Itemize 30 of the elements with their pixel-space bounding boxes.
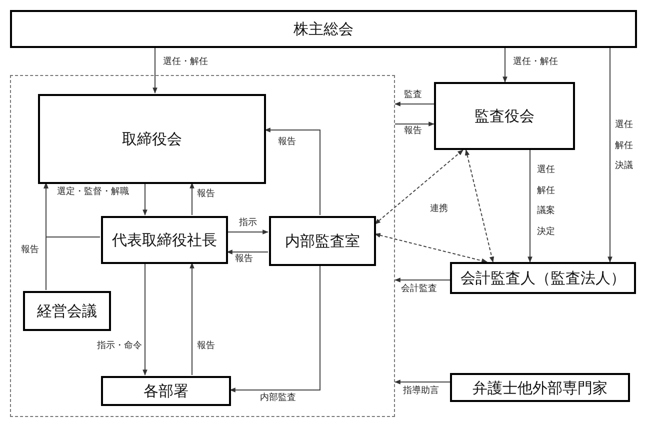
arrow [229,264,320,392]
arrow [190,262,194,376]
process-box: 会計監査人（監査法人） [450,262,636,294]
dashed-arrow [374,232,488,264]
arrow [528,150,532,263]
arrow [394,102,434,106]
arrow [394,122,435,126]
process-box: 弁護士他外部専門家 [450,373,630,402]
arrow [394,380,450,384]
arrow [44,182,100,238]
dashed-arrow [464,149,494,263]
group-frame [10,75,395,417]
arrow [226,230,269,234]
process-box: 経営会議 [23,291,111,331]
arrow [608,48,612,263]
arrow [142,182,148,216]
process-box: 監査役会 [434,82,575,150]
arrow [226,250,268,254]
dashed-arrow [374,150,464,224]
arrow [502,48,508,83]
arrow [142,262,148,376]
process-box: 各部署 [101,376,231,406]
process-box: 代表取締役社長 [101,216,228,264]
arrow [394,278,450,282]
arrow [264,128,320,216]
process-box: 内部監査室 [269,216,376,266]
process-box: 株主総会 [10,10,637,48]
arrow [190,182,194,216]
process-box: 取締役会 [38,94,266,184]
arrow [152,48,158,94]
